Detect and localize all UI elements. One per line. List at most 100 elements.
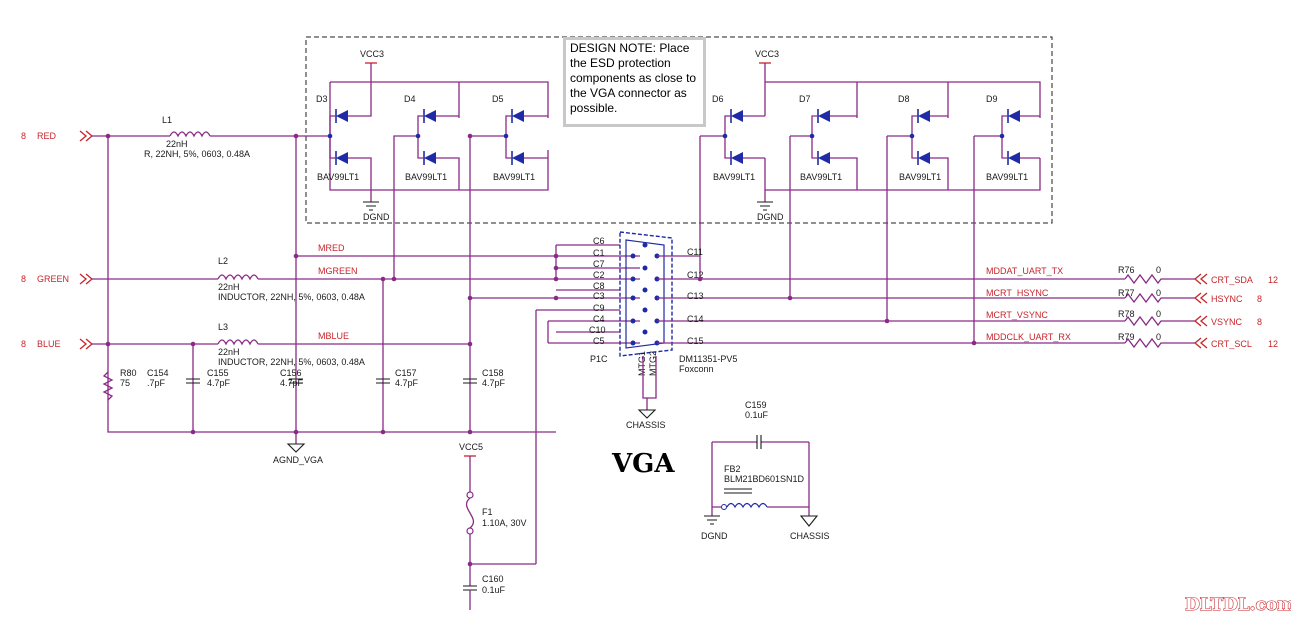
output-crt-scl: CRT_SCL 12 xyxy=(1193,337,1278,349)
c159-ref: C159 xyxy=(745,400,767,410)
out-hsync-ref: 8 xyxy=(1257,294,1262,304)
inductor-l3: L3 22nH INDUCTOR, 22NH, 5%, 0603, 0.48A xyxy=(217,322,470,367)
out-hsync-name: HSYNC xyxy=(1211,294,1243,304)
pin-c13: C13 xyxy=(687,291,704,301)
d9-ref: D9 xyxy=(986,94,998,104)
r76-value: 0 xyxy=(1156,265,1161,275)
input-green-ref: 8 xyxy=(21,274,26,284)
c154-value: .7pF xyxy=(147,378,166,388)
r77-value: 0 xyxy=(1156,288,1161,298)
l2-value: 22nH xyxy=(218,282,240,292)
d5-ref: D5 xyxy=(492,94,504,104)
out-crt-sda-ref: 12 xyxy=(1268,275,1278,285)
c159-value: 0.1uF xyxy=(745,410,769,420)
pin-c9: C9 xyxy=(593,303,605,313)
pin-c5: C5 xyxy=(593,336,605,346)
output-crt-sda: CRT_SDA 12 xyxy=(1193,273,1278,285)
chassis-connector-label: CHASSIS xyxy=(626,420,666,430)
pin-c14: C14 xyxy=(687,314,704,324)
connector-maker: Foxconn xyxy=(679,364,714,374)
output-hsync: HSYNC 8 xyxy=(1193,292,1262,304)
out-crt-sda-name: CRT_SDA xyxy=(1211,275,1253,285)
page-title: VGA xyxy=(611,449,675,479)
out-vsync-ref: 8 xyxy=(1257,317,1262,327)
input-green-name: GREEN xyxy=(37,274,69,284)
mtg1-label: MTG1 xyxy=(637,351,647,376)
input-blue-ref: 8 xyxy=(21,339,26,349)
d7-part: BAV99LT1 xyxy=(800,172,842,182)
diode-d3: D3 BAV99LT1 xyxy=(316,82,372,190)
fuse-value: 1.10A, 30V xyxy=(482,518,527,528)
r79-ref: R79 xyxy=(1118,332,1135,342)
diode-d8: D8 BAV99LT1 xyxy=(886,94,949,321)
r78-ref: R78 xyxy=(1118,309,1135,319)
vcc5-fuse-block: VCC5 F1 1.10A, 30V C160 0.1uF xyxy=(459,442,536,610)
net-mvsync: MCRT_VSYNC xyxy=(986,310,1048,320)
pin-c10: C10 xyxy=(589,325,606,335)
l1-value: 22nH xyxy=(166,139,188,149)
input-red-ref: 8 xyxy=(21,131,26,141)
out-crt-scl-ref: 12 xyxy=(1268,339,1278,349)
diode-d6: D6 BAV99LT1 xyxy=(699,94,765,279)
series-resistor-r77: R77 0 xyxy=(1118,288,1195,304)
c160-value: 0.1uF xyxy=(482,585,506,595)
diode-d7: D7 BAV99LT1 xyxy=(789,94,858,298)
vcc5-label: VCC5 xyxy=(459,442,483,452)
fb2-ref: FB2 xyxy=(724,464,741,474)
pin-c4: C4 xyxy=(593,314,605,324)
inductor-l1: L1 22nH R, 22NH, 5%, 0603, 0.48A xyxy=(144,115,296,159)
l2-desc: INDUCTOR, 22NH, 5%, 0603, 0.48A xyxy=(218,292,365,302)
chassis-fb-label: CHASSIS xyxy=(790,531,830,541)
pin-c11: C11 xyxy=(687,247,703,257)
d8-ref: D8 xyxy=(898,94,910,104)
vcc3-left-label: VCC3 xyxy=(360,49,384,59)
net-mgreen: MGREEN xyxy=(318,266,358,276)
fb2-part: BLM21BD601SN1D xyxy=(724,474,805,484)
pin-c8: C8 xyxy=(593,281,605,291)
series-resistor-r76: R76 0 xyxy=(1118,265,1195,285)
d4-ref: D4 xyxy=(404,94,416,104)
d3-ref: D3 xyxy=(316,94,328,104)
net-mdclk: MDDCLK_UART_RX xyxy=(986,332,1071,342)
vcc3-right: VCC3 xyxy=(755,49,1041,118)
l3-value: 22nH xyxy=(218,347,240,357)
watermark-logo: DLTDL.com xyxy=(1185,595,1291,615)
mtg2-label: MTG2 xyxy=(648,351,658,376)
pin-c3: C3 xyxy=(593,291,605,301)
series-resistor-r78: R78 0 xyxy=(1118,309,1195,327)
vcc3-right-label: VCC3 xyxy=(755,49,779,59)
c158-ref: C158 xyxy=(482,368,504,378)
l1-ref: L1 xyxy=(162,115,172,125)
connector-p1c: C6 C1 C7 C2 C8 C3 C9 C4 C10 C5 C11 C12 C… xyxy=(535,231,1125,564)
pin-c1: C1 xyxy=(593,248,605,258)
dgnd-right-label: DGND xyxy=(757,212,784,222)
d3-part: BAV99LT1 xyxy=(317,172,359,182)
d4-part: BAV99LT1 xyxy=(405,172,447,182)
net-mblue: MBLUE xyxy=(318,331,349,341)
r76-ref: R76 xyxy=(1118,265,1135,275)
dgnd-fb-label: DGND xyxy=(701,531,728,541)
diode-d9: D9 BAV99LT1 xyxy=(973,94,1040,343)
c155-ref: C155 xyxy=(207,368,229,378)
d7-ref: D7 xyxy=(799,94,811,104)
c157-value: 4.7pF xyxy=(395,378,419,388)
net-mred: MRED xyxy=(318,243,345,253)
l3-ref: L3 xyxy=(218,322,228,332)
r80-value: 75 xyxy=(120,378,130,388)
out-vsync-name: VSYNC xyxy=(1211,317,1243,327)
series-resistor-r79: R79 0 xyxy=(1118,332,1195,349)
dgnd-left-label: DGND xyxy=(363,212,390,222)
c159-fb2-block: C159 0.1uF FB2 BLM21BD601SN1D DGND CHASS… xyxy=(701,400,830,541)
d8-part: BAV99LT1 xyxy=(899,172,941,182)
pin-c7: C7 xyxy=(593,259,605,269)
output-vsync: VSYNC 8 xyxy=(1193,315,1262,327)
input-red-name: RED xyxy=(37,131,57,141)
pin-c12: C12 xyxy=(687,270,704,280)
l2-ref: L2 xyxy=(218,256,228,266)
r78-value: 0 xyxy=(1156,309,1161,319)
input-blue: 8 BLUE xyxy=(21,338,218,350)
d5-part: BAV99LT1 xyxy=(493,172,535,182)
c157-ref: C157 xyxy=(395,368,417,378)
r79-value: 0 xyxy=(1156,332,1161,342)
fuse-ref: F1 xyxy=(482,507,493,517)
